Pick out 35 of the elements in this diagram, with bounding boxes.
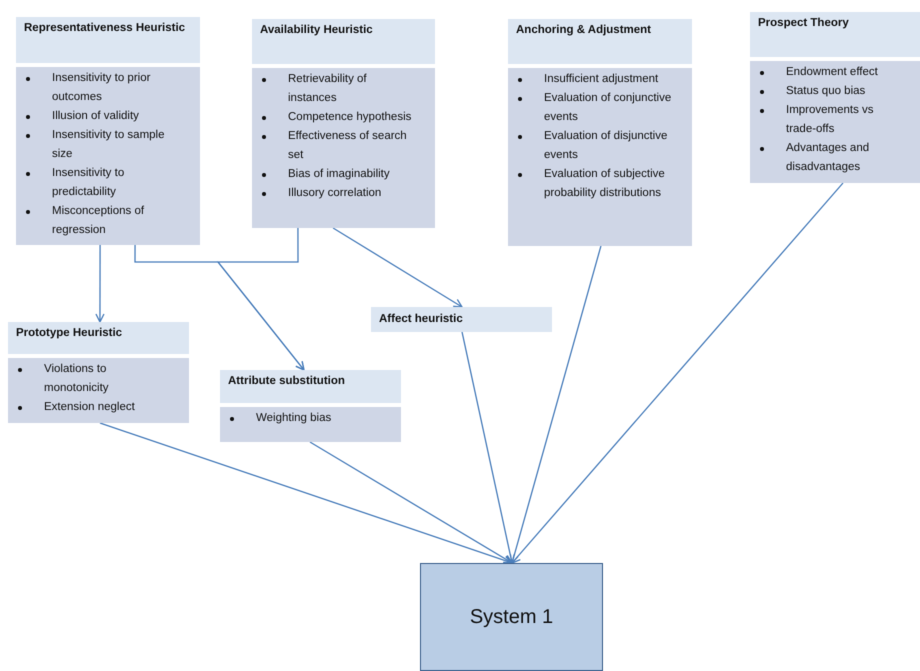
bullet-item: Status quo bias (786, 84, 866, 99)
bullet-item: Effectiveness of search set (288, 129, 408, 163)
bullet-item: Insensitivity to sample size (52, 128, 166, 162)
bullet-item: Improvements vs trade-offs (786, 103, 875, 137)
system-box: System 1 (420, 563, 603, 671)
heading-box: Prospect Theory (750, 12, 920, 57)
bullet-item: Violations to monotonicity (44, 362, 110, 396)
bullet-item: Insufficient adjustment (544, 72, 658, 87)
bullet-item: Evaluation of conjunctive events (544, 91, 672, 125)
bullet-item: Insensitivity to prior outcomes (52, 71, 152, 105)
heading-box: Representativeness Heuristic (16, 17, 200, 63)
arrow (332, 227, 463, 308)
arrow (310, 441, 513, 564)
bullet-item: Extension neglect (44, 400, 135, 415)
bullet-item: Misconceptions of regression (52, 204, 146, 238)
heading-box: Availability Heuristic (252, 19, 435, 64)
arrow (511, 182, 844, 564)
bullet-item: Weighting bias (256, 411, 332, 426)
bullet-item: Advantages and disadvantages (786, 141, 870, 175)
heading-box: Attribute substitution (220, 370, 401, 403)
bullet-item: Competence hypothesis (288, 110, 412, 125)
heading-box: Anchoring & Adjustment (508, 19, 692, 64)
arrow (510, 246, 602, 564)
bullet-item: Illusion of validity (52, 109, 139, 124)
bullet-item: Evaluation of disjunctive events (544, 129, 668, 163)
bullet-item: Retrievability of instances (288, 72, 368, 106)
bullet-item: Evaluation of subjective probability distributions (544, 167, 666, 201)
arrow (95, 245, 105, 323)
bullet-item: Insensitivity to predictability (52, 166, 126, 200)
bullet-item: Bias of imaginability (288, 167, 390, 182)
bullet-item: Illusory correlation (288, 186, 382, 201)
arrow (216, 228, 305, 371)
bullet-item: Endowment effect (786, 65, 878, 80)
heading-box: Prototype Heuristic (8, 322, 189, 354)
heading-box: Affect heuristic (371, 307, 552, 332)
